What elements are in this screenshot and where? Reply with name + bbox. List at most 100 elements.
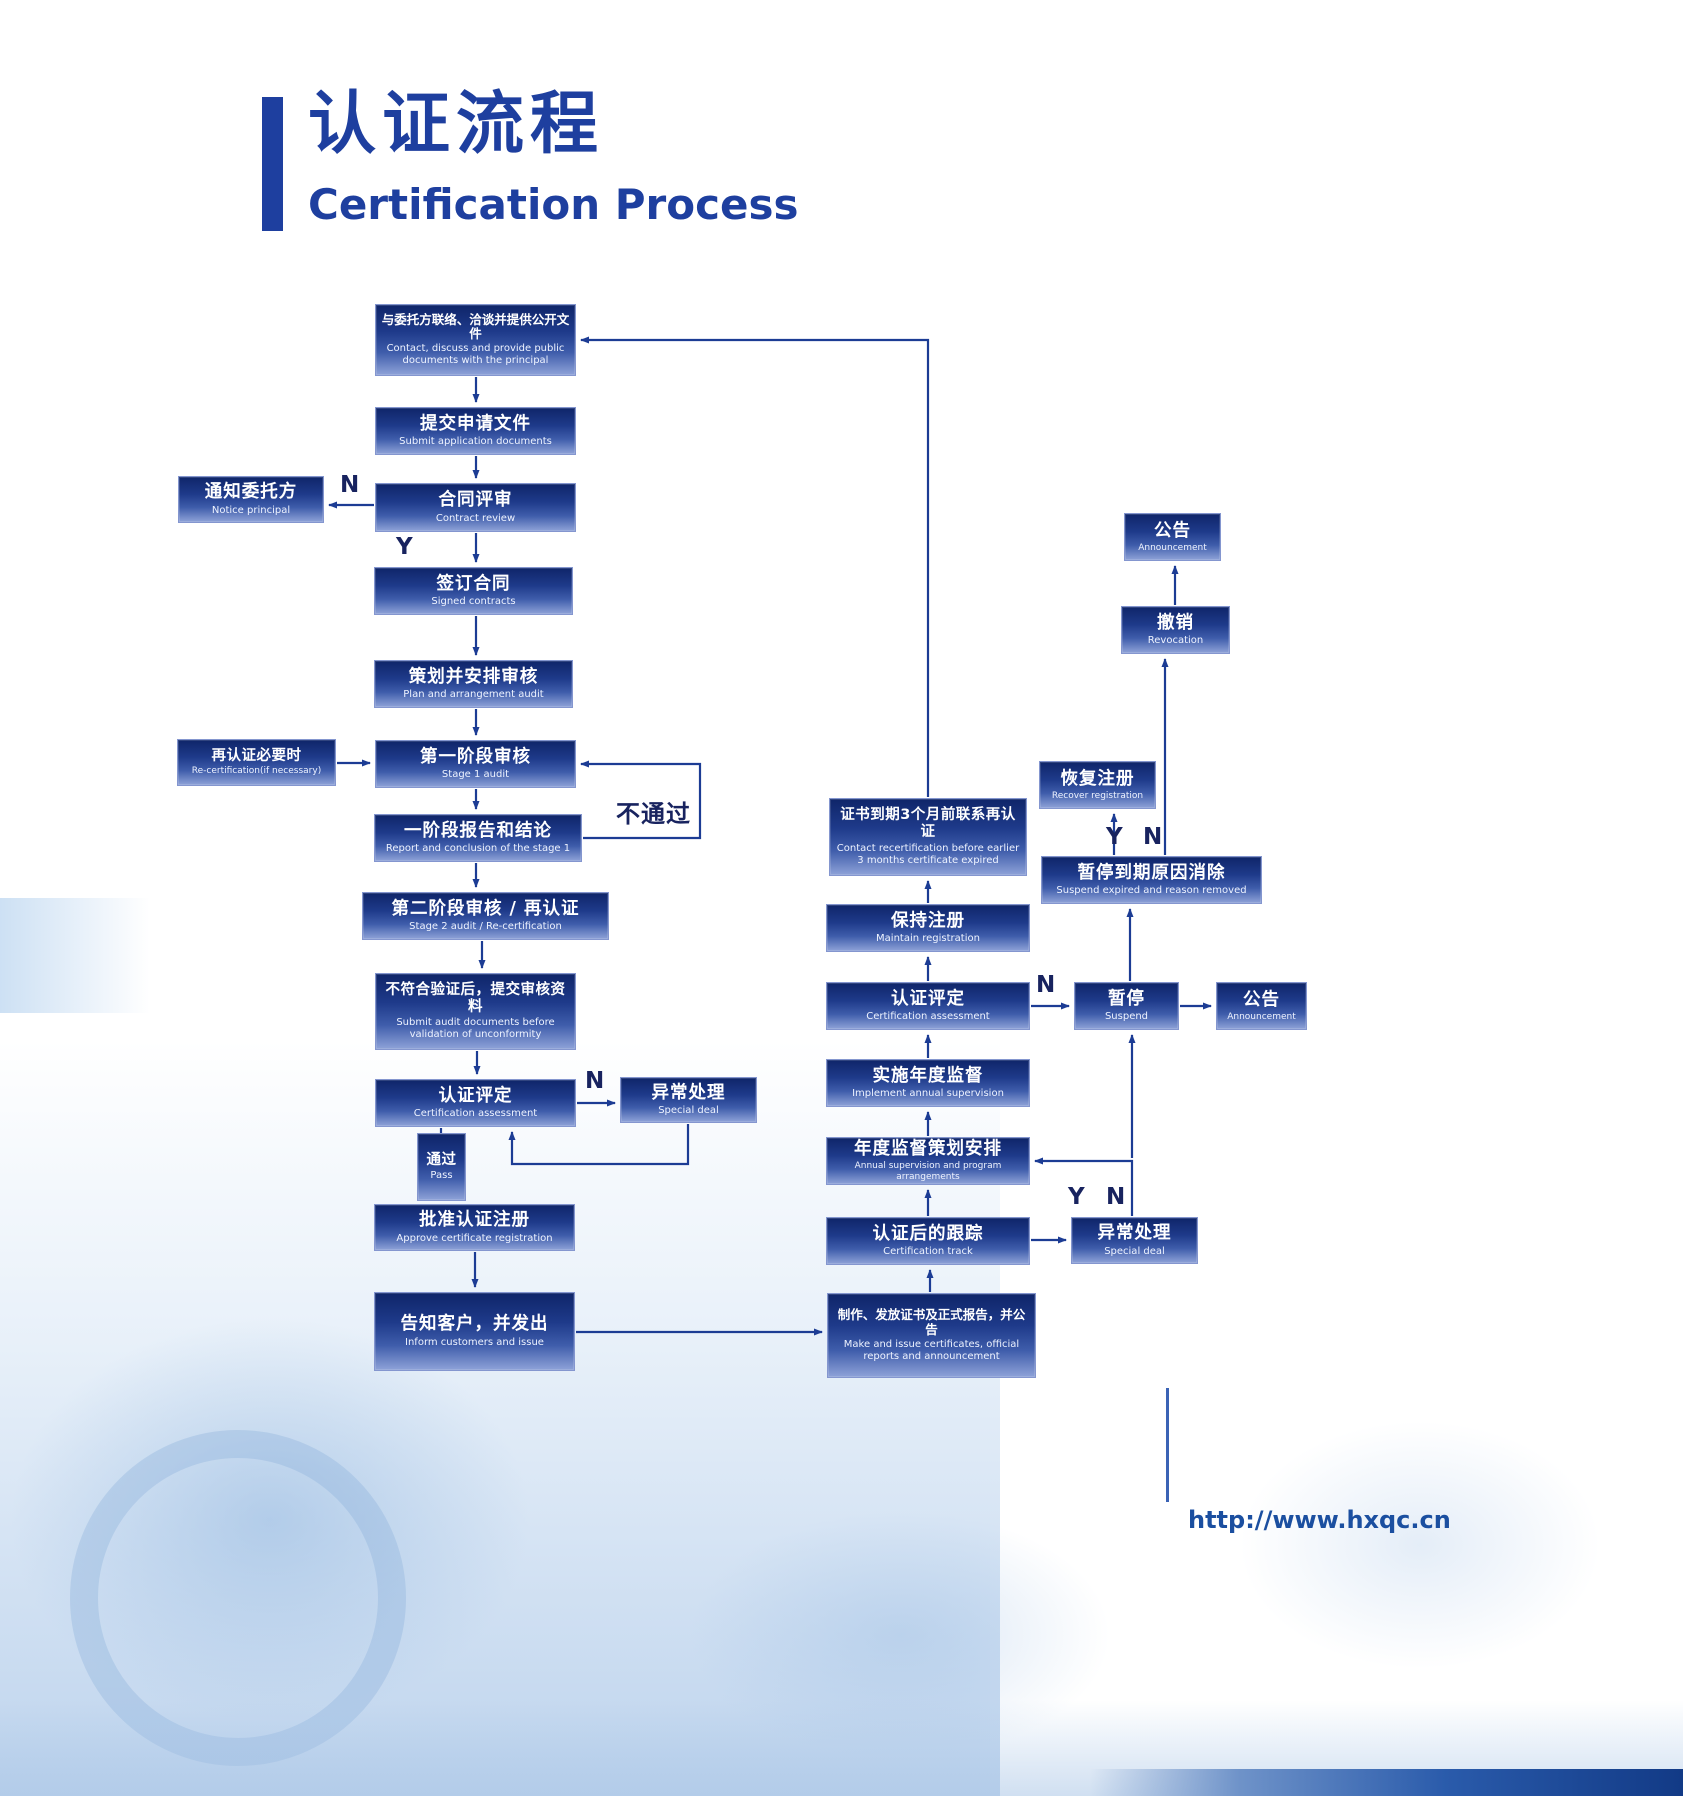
node-label-zh: 通过 (426, 1151, 457, 1168)
flow-node-certification-assessment-right: 认证评定 Certification assessment (826, 982, 1030, 1030)
flow-node-certification-assessment-left: 认证评定 Certification assessment (375, 1079, 576, 1127)
branch-label-n: N (340, 472, 360, 498)
title-accent-bar (262, 97, 283, 231)
flow-node-pass: 通过 Pass (417, 1133, 466, 1201)
node-label-zh: 实施年度监督 (872, 1065, 984, 1086)
branch-label-n: N (585, 1068, 605, 1094)
flow-node-maintain-registration: 保持注册 Maintain registration (826, 904, 1030, 952)
node-label-zh: 策划并安排审核 (408, 666, 539, 687)
node-label-zh: 合同评审 (438, 490, 513, 511)
flow-node-submit-application: 提交申请文件 Submit application documents (375, 407, 576, 455)
branch-label-y: Y (1068, 1184, 1085, 1210)
node-label-zh: 一阶段报告和结论 (404, 820, 552, 841)
node-label-en: Certification track (883, 1246, 973, 1258)
flow-node-inform-customers: 告知客户，并发出 Inform customers and issue (374, 1292, 575, 1371)
node-label-zh: 暂停 (1108, 988, 1145, 1009)
page-title-en: Certification Process (308, 180, 799, 229)
node-label-zh: 批准认证注册 (419, 1210, 530, 1231)
node-label-en: Make and issue certificates, official re… (843, 1338, 1020, 1362)
flow-node-announcement-mid: 公告 Announcement (1216, 982, 1307, 1030)
node-label-en: Stage 2 audit / Re-certification (409, 921, 562, 933)
node-label-en: Re-certification(if necessary) (191, 766, 322, 777)
node-label-zh: 再认证必要时 (211, 747, 302, 764)
node-label-zh: 年度监督策划安排 (854, 1139, 1002, 1160)
branch-label-n: N (1106, 1184, 1126, 1210)
footer-bar (1090, 1769, 1683, 1796)
node-label-en: Announcement (1138, 542, 1207, 553)
node-label-en: Annual supervision and program arrangeme… (854, 1161, 1002, 1183)
node-label-zh: 通知委托方 (204, 482, 298, 503)
node-label-en: Pass (430, 1170, 453, 1182)
arrow-specialdeal-y-to-annual (1034, 1157, 1134, 1216)
branch-label-n: N (1143, 824, 1163, 850)
flow-node-approve-registration: 批准认证注册 Approve certificate registration (374, 1204, 575, 1251)
node-label-en: Report and conclusion of the stage 1 (385, 843, 571, 855)
flow-node-contract-review: 合同评审 Contract review (375, 483, 576, 532)
flow-node-revocation: 撤销 Revocation (1121, 606, 1230, 654)
node-label-zh: 告知客户，并发出 (400, 1314, 549, 1335)
flow-node-special-deal-right: 异常处理 Special deal (1071, 1217, 1198, 1264)
node-label-zh: 与委托方联络、洽谈并提供公开文件 (381, 311, 570, 341)
node-label-zh: 暂停到期原因消除 (1077, 862, 1226, 883)
flow-node-suspend-expired-removed: 暂停到期原因消除 Suspend expired and reason remo… (1041, 856, 1262, 904)
node-label-zh: 保持注册 (891, 910, 965, 931)
flow-node-announcement-top: 公告 Announcement (1124, 513, 1221, 561)
node-label-en: Contact recertification before earlier 3… (836, 842, 1020, 866)
flow-node-stage1-audit: 第一阶段审核 Stage 1 audit (375, 740, 576, 788)
node-label-en: Announcement (1227, 1011, 1296, 1022)
node-label-en: Plan and arrangement audit (403, 689, 544, 701)
flow-node-plan-audit: 策划并安排审核 Plan and arrangement audit (374, 660, 573, 708)
node-label-en: Revocation (1147, 635, 1204, 647)
node-label-en: Implement annual supervision (852, 1088, 1004, 1100)
node-label-zh: 认证后的跟踪 (872, 1223, 984, 1244)
page-title-zh: 认证流程 (308, 85, 605, 164)
node-label-en: Signed contracts (431, 596, 516, 608)
flow-node-contact-recertification: 证书到期3个月前联系再认证 Contact recertification be… (829, 798, 1027, 876)
node-label-zh: 恢复注册 (1060, 768, 1135, 789)
node-label-en: Contract review (435, 512, 516, 524)
node-label-en: Recover registration (1051, 790, 1144, 801)
node-label-zh: 第一阶段审核 (420, 746, 531, 767)
node-label-en: Maintain registration (876, 933, 980, 945)
node-label-en: Stage 1 audit (441, 769, 510, 781)
node-label-en: Certification assessment (413, 1108, 538, 1120)
node-label-zh: 不符合验证后，提交审核资料 (385, 981, 566, 1015)
flow-node-implement-annual-supervision: 实施年度监督 Implement annual supervision (826, 1059, 1030, 1107)
node-label-zh: 异常处理 (1097, 1223, 1172, 1244)
node-label-zh: 公告 (1154, 520, 1191, 541)
flow-node-annual-supervision-arrangements: 年度监督策划安排 Annual supervision and program … (826, 1137, 1030, 1185)
flow-node-stage2-audit: 第二阶段审核 / 再认证 Stage 2 audit / Re-certific… (362, 892, 609, 940)
flow-node-submit-audit-documents: 不符合验证后，提交审核资料 Submit audit documents bef… (375, 973, 576, 1050)
node-label-zh: 公告 (1243, 989, 1280, 1010)
arrow-report-fail-loop (580, 760, 702, 840)
node-label-zh: 撤销 (1157, 612, 1194, 633)
flow-node-notice-principal: 通知委托方 Notice principal (178, 476, 324, 523)
node-label-zh: 第二阶段审核 / 再认证 (391, 898, 580, 919)
node-label-en: Special deal (658, 1105, 719, 1117)
arrow-recert-to-contact-loop (580, 336, 930, 797)
flow-node-suspend: 暂停 Suspend (1074, 982, 1179, 1030)
branch-label-fail: 不通过 (616, 800, 691, 828)
flow-node-recover-registration: 恢复注册 Recover registration (1039, 761, 1156, 809)
flow-node-special-deal-left: 异常处理 Special deal (620, 1077, 757, 1123)
node-label-zh: 制作、发放证书及正式报告，并公告 (837, 1307, 1026, 1337)
flow-node-stage1-report: 一阶段报告和结论 Report and conclusion of the st… (374, 814, 582, 862)
node-label-zh: 提交申请文件 (420, 413, 531, 434)
node-label-zh: 认证评定 (891, 988, 965, 1009)
branch-label-y: Y (396, 534, 413, 560)
flow-node-contact-principal: 与委托方联络、洽谈并提供公开文件 Contact, discuss and pr… (375, 304, 576, 376)
node-label-en: Notice principal (211, 504, 291, 516)
node-label-en: Suspend expired and reason removed (1056, 885, 1247, 897)
branch-label-y: Y (1106, 824, 1123, 850)
flow-node-signed-contracts: 签订合同 Signed contracts (374, 567, 573, 615)
node-label-en: Suspend (1104, 1011, 1149, 1023)
arrow-specialdeal-return-loop (508, 1124, 690, 1166)
node-label-zh: 签订合同 (436, 573, 511, 594)
node-label-en: Submit application documents (399, 436, 552, 448)
node-label-en: Special deal (1104, 1245, 1165, 1257)
node-label-zh: 认证评定 (438, 1085, 513, 1106)
node-label-zh: 证书到期3个月前联系再认证 (840, 807, 1016, 840)
footer-divider (1166, 1388, 1169, 1502)
node-label-en: Certification assessment (866, 1011, 990, 1023)
